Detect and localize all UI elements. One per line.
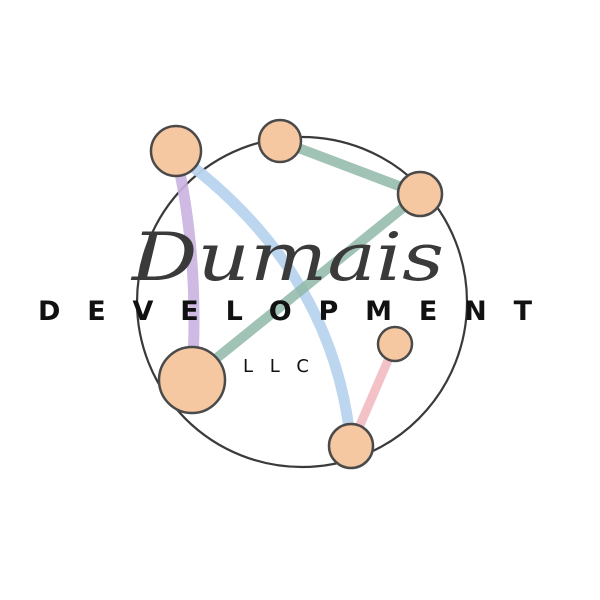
node-top — [257, 118, 303, 164]
link-top-left-to-bottom — [170, 148, 357, 452]
node-small — [376, 325, 414, 363]
node-large — [157, 345, 227, 415]
logo-suffix: LLC — [243, 356, 309, 377]
link-top-to-right — [275, 136, 425, 199]
logo-ring — [135, 135, 469, 469]
logo-script-word: Dumais — [131, 219, 444, 296]
node-top-left — [149, 124, 203, 178]
link-large-to-right — [187, 189, 425, 383]
node-right — [396, 170, 444, 218]
network-nodes — [149, 118, 444, 470]
node-bottom — [327, 422, 375, 470]
